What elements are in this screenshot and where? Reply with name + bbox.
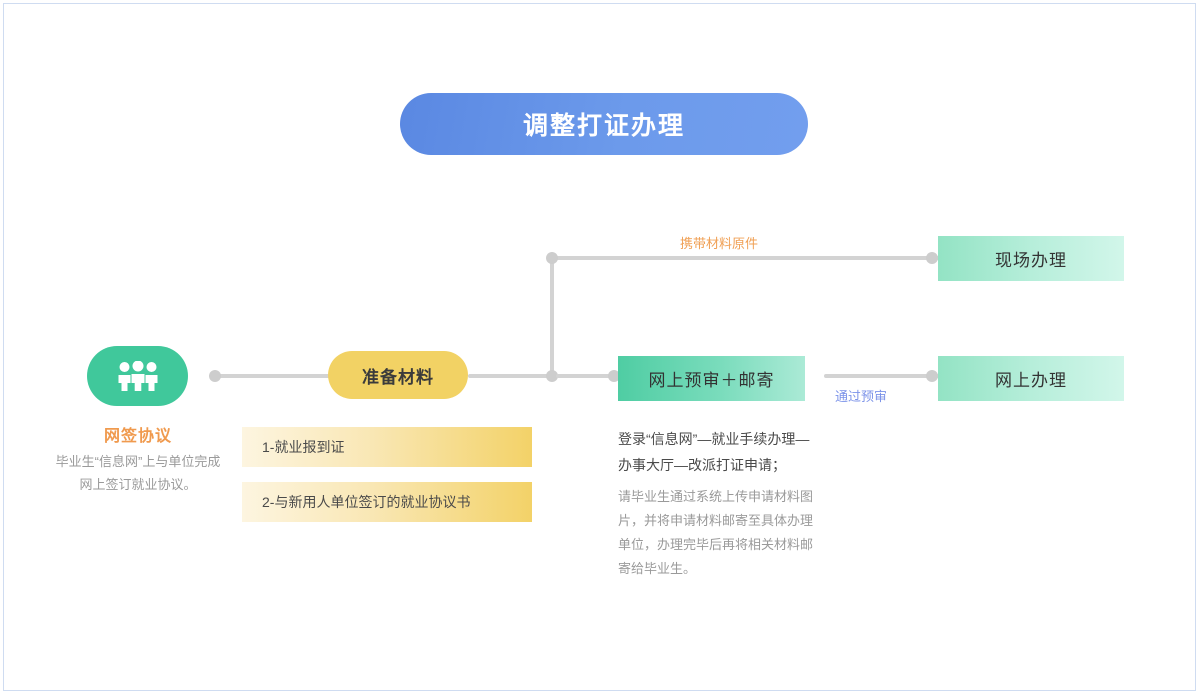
connector-junction-to-preaudit — [556, 374, 618, 378]
edge-label-pass-preaudit: 通过预审 — [835, 389, 888, 404]
connector-dot-junction-middle — [546, 370, 558, 382]
node-prepare-materials[interactable]: 准备材料 — [328, 351, 468, 399]
preaudit-description-main: 登录“信息网”—就业手续办理—办事大厅—改派打证申请； — [618, 431, 810, 473]
connector-dot-start — [209, 370, 221, 382]
node-start-caption: 网签协议 — [103, 428, 172, 445]
node-prepare-label: 准备材料 — [362, 367, 434, 387]
node-onsite-handling[interactable]: 现场办理 — [938, 236, 1124, 281]
connector-junction-to-onsite — [552, 256, 940, 260]
material-item-2-label: 2-与新用人单位签订的就业协议书 — [262, 494, 471, 510]
connector-dot-onsite — [926, 252, 938, 264]
diagram-title-pill: 调整打证办理 — [400, 93, 808, 155]
node-online-label: 网上办理 — [995, 371, 1067, 390]
material-item-2: 2-与新用人单位签订的就业协议书 — [242, 482, 532, 522]
node-start-contract[interactable] — [87, 346, 188, 406]
material-item-1-label: 1-就业报到证 — [262, 439, 345, 455]
connector-start-to-prepare — [214, 374, 330, 378]
node-online-handling[interactable]: 网上办理 — [938, 356, 1124, 401]
node-preaudit-label: 网上预审＋邮寄 — [648, 371, 775, 390]
node-onsite-label: 现场办理 — [995, 251, 1067, 270]
page-title: 调整打证办理 — [522, 112, 685, 140]
material-item-1: 1-就业报到证 — [242, 427, 532, 467]
diagram-canvas: 调整打证办理 网签协议 毕业生“信息网”上与单位完成网上签订就业协议。 准备材料 — [3, 3, 1196, 691]
connector-dot-online — [926, 370, 938, 382]
preaudit-description-sub: 请毕业生通过系统上传申请材料图片，并将申请材料邮寄至具体办理单位，办理完毕后再将… — [618, 489, 814, 576]
node-online-preaudit-mail[interactable]: 网上预审＋邮寄 — [618, 356, 805, 401]
edge-label-carry-originals: 携带材料原件 — [680, 236, 759, 251]
connector-prepare-to-junction — [468, 374, 558, 378]
connector-preaudit-to-online — [824, 374, 940, 378]
node-start-description: 毕业生“信息网”上与单位完成网上签订就业协议。 — [55, 454, 221, 492]
connector-junction-vertical — [550, 256, 554, 378]
group-of-three-people-icon — [116, 361, 160, 391]
connector-dot-junction-top — [546, 252, 558, 264]
connector-dot-preaudit — [608, 370, 620, 382]
